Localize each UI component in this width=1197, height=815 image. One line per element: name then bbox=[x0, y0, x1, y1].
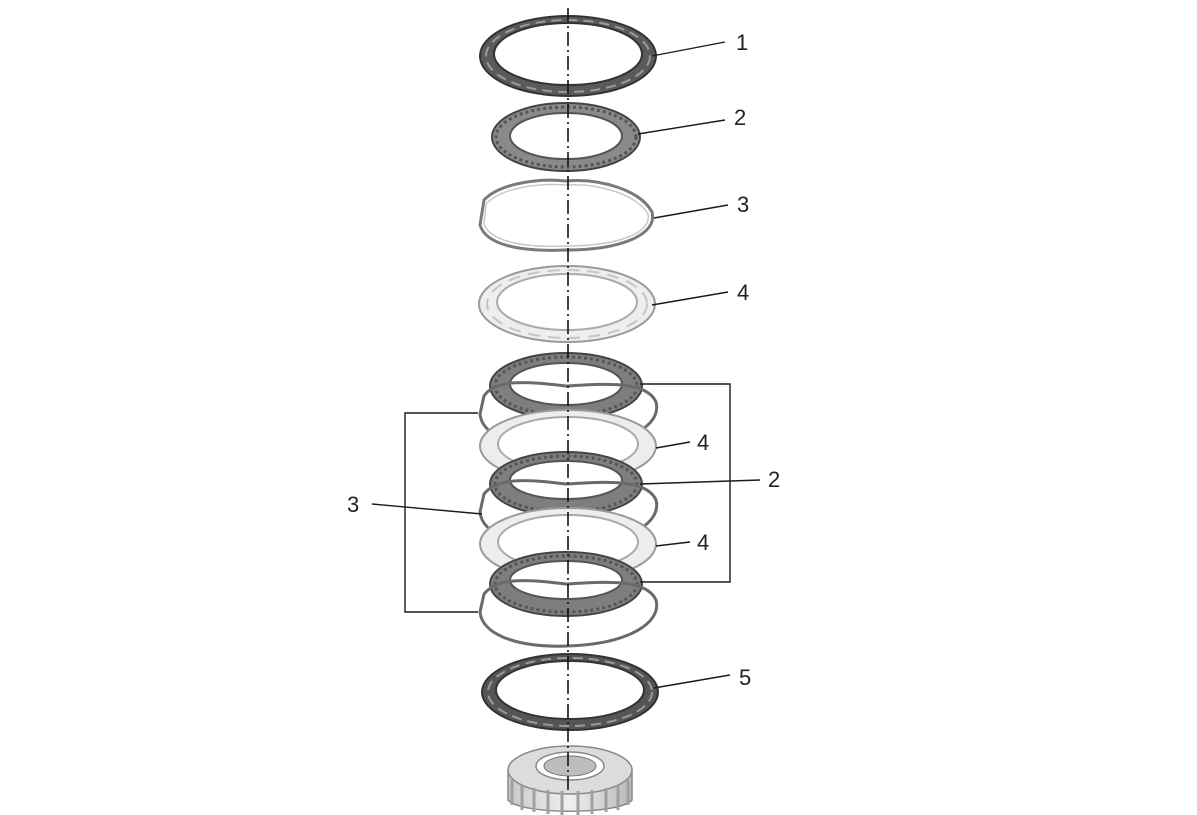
callout-3-top: 3 bbox=[737, 192, 749, 217]
callout-5: 5 bbox=[739, 665, 751, 690]
callout-3-group: 3 bbox=[347, 492, 359, 517]
friction-disc-top bbox=[491, 102, 641, 172]
callout-2-group: 2 bbox=[768, 467, 780, 492]
separator-plate-top bbox=[478, 265, 656, 343]
leader-lines bbox=[371, 41, 761, 689]
callout-4-top: 4 bbox=[737, 280, 749, 305]
callout-2-top: 2 bbox=[734, 105, 746, 130]
callout-4-low: 4 bbox=[697, 530, 709, 555]
wave-spring-stack-c bbox=[478, 579, 659, 648]
clutch-hub bbox=[507, 745, 633, 815]
callout-4-mid: 4 bbox=[697, 430, 709, 455]
wave-spring-top bbox=[478, 178, 655, 252]
callout-1: 1 bbox=[736, 30, 748, 55]
backing-plate-bottom bbox=[481, 653, 659, 731]
